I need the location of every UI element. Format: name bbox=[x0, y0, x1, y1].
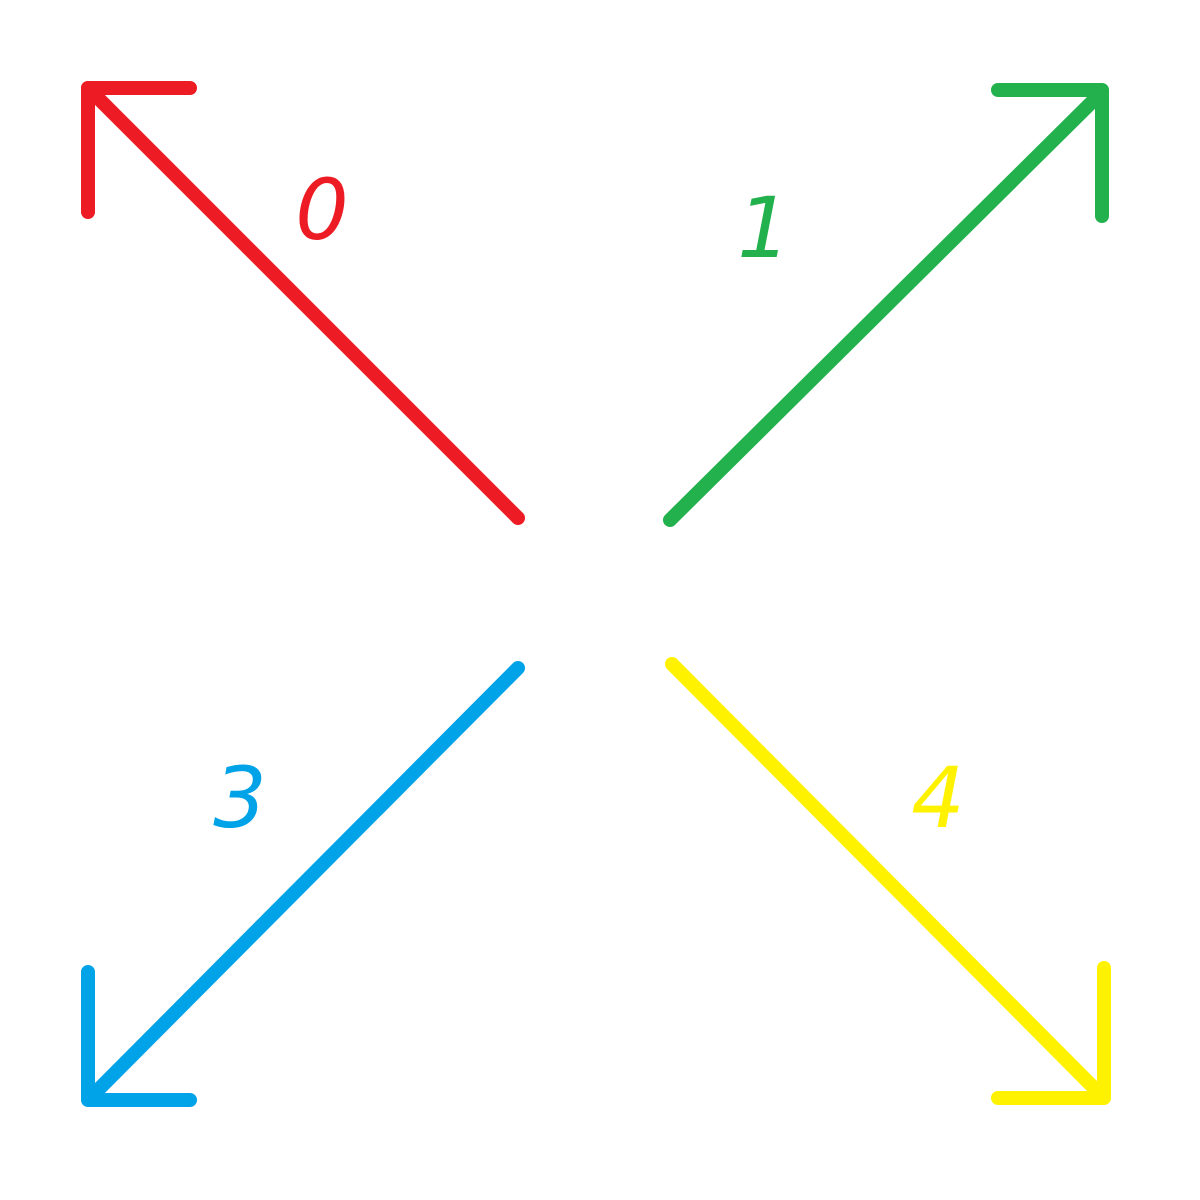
arrow-down-left-shaft bbox=[83, 661, 525, 1105]
arrow-down-left-label: 3 bbox=[213, 749, 266, 847]
arrow-down-right-label: 4 bbox=[911, 749, 964, 847]
arrow-up-right-label: 1 bbox=[737, 179, 790, 277]
arrow-down-right: 4 bbox=[665, 657, 1111, 1105]
arrow-up-left: 0 bbox=[81, 81, 525, 525]
arrow-up-left-label: 0 bbox=[295, 161, 348, 259]
arrow-down-right-shaft bbox=[665, 657, 1107, 1101]
arrow-up-left-head bbox=[81, 81, 197, 219]
arrow-up-right-head bbox=[991, 83, 1109, 223]
arrow-up-right: 1 bbox=[663, 83, 1109, 527]
arrow-down-left-head bbox=[81, 965, 197, 1107]
arrow-down-left: 3 bbox=[81, 661, 525, 1107]
arrow-down-right-head bbox=[991, 961, 1111, 1105]
arrow-up-left-shaft bbox=[81, 81, 525, 525]
arrow-up-right-shaft bbox=[663, 85, 1109, 527]
